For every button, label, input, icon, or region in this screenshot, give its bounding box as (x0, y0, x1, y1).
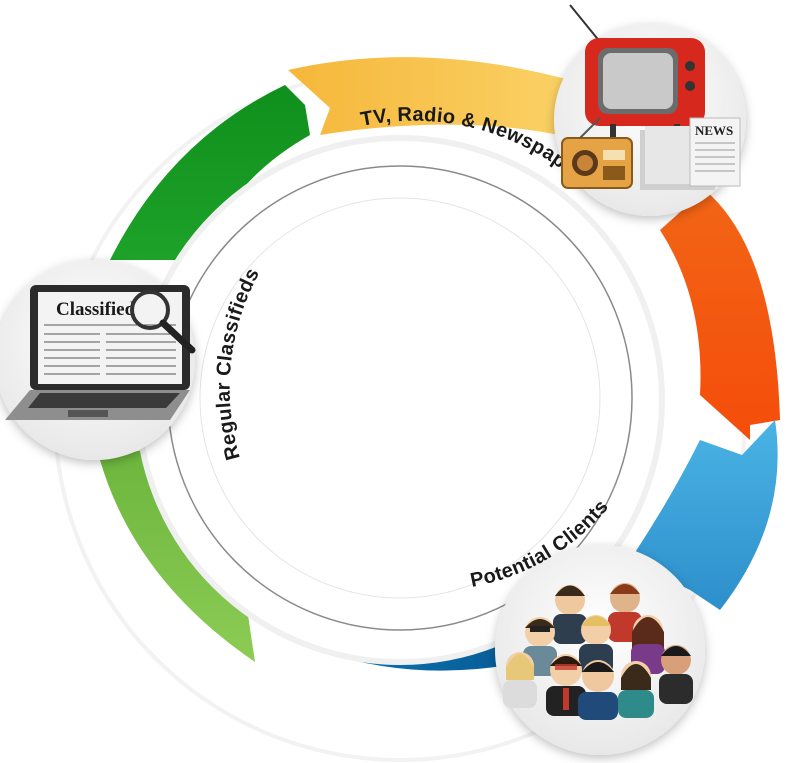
person-front-5 (659, 645, 693, 704)
radio (561, 117, 633, 189)
classified-laptop-icon: Classified (0, 260, 196, 460)
newspaper-stack: NEWS (640, 117, 741, 190)
inner-white-disc (138, 138, 662, 662)
person-front-2 (546, 654, 586, 716)
magnifier-icon (130, 290, 170, 330)
people-group-icon (495, 545, 705, 755)
news-text: NEWS (695, 123, 733, 138)
person-back-1 (553, 585, 587, 644)
person-front-4 (618, 661, 654, 718)
yellow-arc-segment (288, 57, 600, 146)
inner-soft-ring (199, 197, 601, 599)
tv-radio-newspaper-icon: NEWS (554, 4, 746, 216)
person-front-3 (578, 660, 618, 720)
classified-text: Classified (56, 299, 136, 320)
light-blue-arc-segment (630, 420, 778, 610)
dark-green-arc-segment (110, 85, 310, 260)
orange-arc-segment (660, 190, 780, 440)
person-front-1 (503, 652, 537, 708)
